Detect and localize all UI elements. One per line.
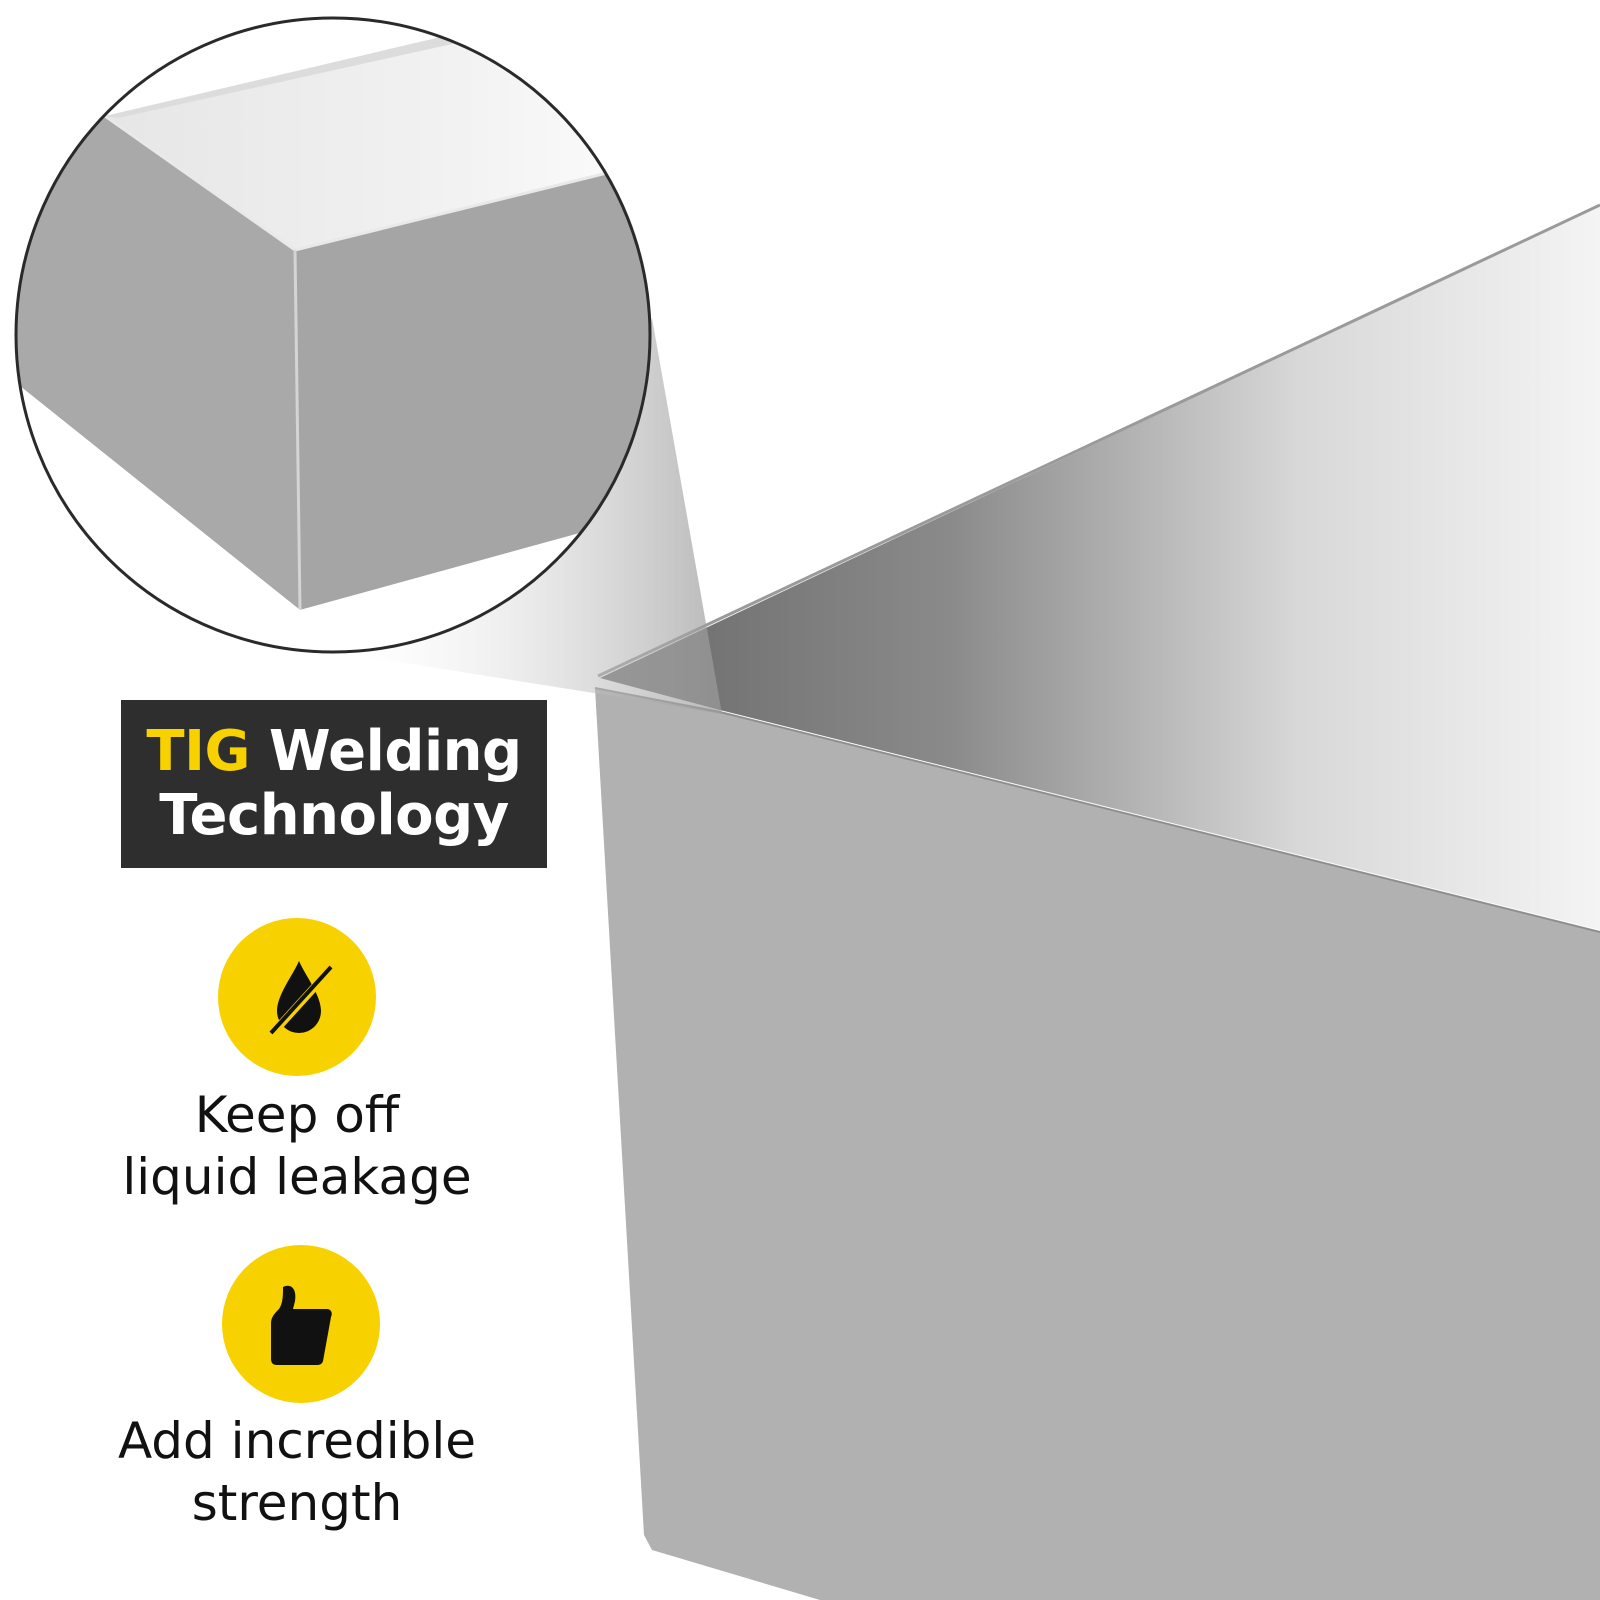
thumbs-up-icon [222, 1245, 380, 1403]
drop-glyph [268, 961, 334, 1038]
badge-line-1-rest: Welding [268, 719, 522, 784]
zoom-circle-border [14, 16, 652, 654]
feature-leakage-line-1: Keep off [194, 1086, 400, 1144]
feature-leakage-text: Keep off liquid leakage [97, 1084, 497, 1208]
feature-leakage-line-2: liquid leakage [122, 1148, 472, 1206]
sink-front-panel [595, 688, 1600, 1600]
no-drop-icon [218, 918, 376, 1076]
feature-strength-line-1: Add incredible [117, 1412, 476, 1470]
badge-line-2: Technology [159, 783, 509, 848]
tig-welding-badge: TIG Welding Technology [121, 700, 547, 868]
sink-rim-edge [597, 203, 1600, 678]
feature-strength-line-2: strength [191, 1474, 403, 1532]
thumb-glyph [271, 1285, 332, 1365]
badge-line-1: TIG Welding [146, 719, 522, 784]
feature-strength-text: Add incredible strength [97, 1410, 497, 1534]
sink-inner-wall [600, 205, 1600, 930]
badge-highlight: TIG [146, 719, 250, 784]
